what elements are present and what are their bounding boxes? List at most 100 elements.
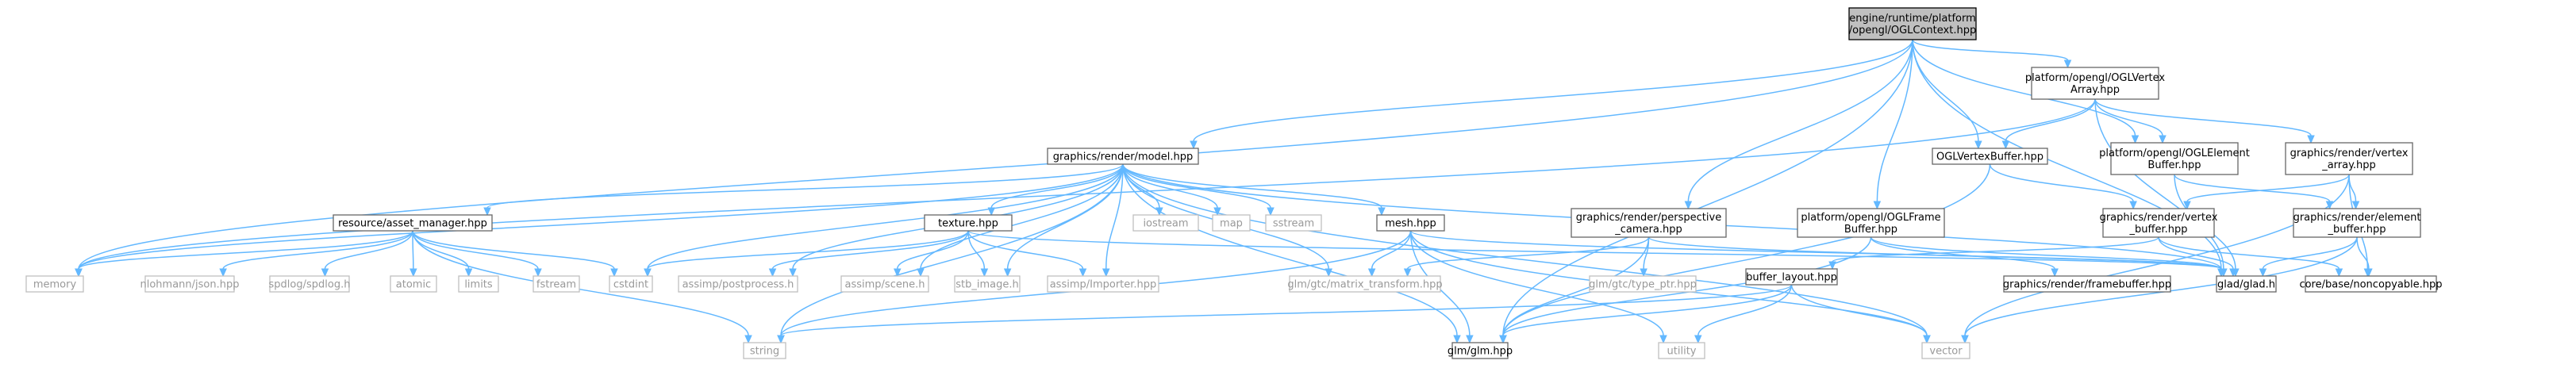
node-vb[interactable]: graphics/render/vertex_buffer.hpp — [2100, 208, 2218, 238]
node-box — [1932, 148, 2048, 165]
node-oglvb[interactable]: OGLVertexBuffer.hpp — [1932, 148, 2048, 165]
node-bufferlayout[interactable]: buffer_layout.hpp — [1745, 268, 1838, 286]
edge-line — [1912, 39, 2136, 136]
node-label: _buffer.hpp — [2129, 224, 2188, 236]
node-camera[interactable]: graphics/render/perspective_camera.hpp — [1571, 208, 1727, 238]
edge-line — [897, 230, 969, 270]
edge-line — [1193, 39, 1913, 142]
node-mesh[interactable]: mesh.hpp — [1376, 214, 1445, 232]
edge-arrowhead — [2051, 268, 2059, 278]
node-label: platform/opengl/OGLFrame — [1801, 212, 1940, 224]
edge-arrowhead — [1003, 268, 1012, 278]
edge-line — [1870, 236, 2222, 270]
edge-root-to-vertexarray — [1912, 39, 2072, 69]
edge-line — [78, 39, 1913, 270]
node-box — [1265, 214, 1322, 232]
edge-arrowhead — [1453, 335, 1461, 344]
edge-vb-to-bufferlayout — [1828, 236, 2159, 270]
edge-arrowhead — [2001, 140, 2010, 150]
edge-line — [1832, 236, 2159, 263]
edge-arrowhead — [75, 268, 83, 278]
edge-model-to-vector — [1122, 163, 1931, 344]
edge-line — [78, 163, 1124, 270]
edge-root-to-oglelem — [1912, 39, 2140, 144]
node-eb[interactable]: graphics/render/element_buffer.hpp — [2293, 208, 2421, 238]
node-label: graphics/render/model.hpp — [1053, 151, 1194, 163]
edge-line — [324, 230, 413, 270]
edge-arrowhead — [1213, 207, 1221, 217]
edge-arrowhead — [2159, 135, 2167, 144]
node-utility: utility — [1658, 342, 1705, 359]
edge-line — [647, 230, 969, 270]
node-typeptr: glm/gtc/type_ptr.hpp — [1589, 275, 1697, 293]
edge-line — [967, 230, 1084, 270]
node-map: map — [1212, 214, 1251, 232]
edge-fb-to-glad — [1870, 236, 2225, 278]
edge-arrowhead — [644, 268, 652, 278]
node-label: string — [750, 346, 779, 358]
edge-arrowhead — [1367, 268, 1376, 278]
node-label: glad/glad.h — [2217, 279, 2275, 291]
node-box — [25, 275, 84, 293]
edge-arrowhead — [1873, 201, 1882, 210]
node-label: glm/gtc/type_ptr.hpp — [1589, 279, 1697, 291]
edge-fb-to-framebuffer — [1870, 236, 2059, 278]
edge-line — [1989, 163, 2134, 202]
node-label: texture.hpp — [938, 218, 998, 230]
edge-arrowhead — [1961, 335, 1969, 344]
node-root[interactable]: engine/runtime/platform/opengl/OGLContex… — [1848, 7, 1977, 40]
node-label: stb_image.h — [955, 279, 1019, 291]
node-label: _buffer.hpp — [2328, 224, 2386, 236]
node-glad[interactable]: glad/glad.h — [2216, 275, 2277, 293]
node-va[interactable]: graphics/render/vertex_array.hpp — [2285, 142, 2413, 175]
node-noncopy[interactable]: core/base/noncopyable.hpp — [2299, 275, 2443, 293]
edge-line — [412, 230, 749, 336]
edge-line — [1964, 174, 2350, 336]
edge-line — [1502, 163, 1991, 336]
node-label: limits — [464, 279, 493, 291]
edge-arrowhead — [1923, 335, 1931, 344]
edge-line — [2005, 98, 2096, 142]
edge-line — [1876, 39, 1913, 202]
edge-oglvb-to-glm — [1499, 163, 1991, 344]
edge-arrowhead — [1499, 335, 1507, 344]
node-box — [1848, 7, 1977, 40]
node-box — [2003, 275, 2171, 293]
edge-arrowhead — [777, 335, 785, 344]
node-box — [2293, 208, 2421, 238]
edge-arrowhead — [2131, 135, 2140, 144]
node-texture[interactable]: texture.hpp — [924, 214, 1013, 232]
node-label: _camera.hpp — [1614, 224, 1682, 236]
edge-line — [412, 230, 615, 270]
edge-arrowhead — [219, 268, 227, 278]
edge-model-to-map — [1122, 163, 1221, 217]
node-box — [1745, 268, 1838, 286]
edge-line — [1697, 284, 1793, 336]
edge-model-to-mesh — [1122, 163, 1386, 217]
edge-line — [990, 163, 1124, 209]
node-label: cstdint — [613, 279, 648, 291]
edge-arrowhead — [1684, 201, 1693, 210]
node-box — [533, 275, 580, 293]
edge-model-to-importer — [1102, 163, 1124, 278]
node-asset[interactable]: resource/asset_manager.hpp — [333, 214, 493, 232]
node-framebuffer[interactable]: graphics/render/framebuffer.hpp — [2003, 275, 2171, 293]
node-box — [333, 214, 493, 232]
edge-arrowhead — [409, 268, 417, 278]
edge-arrowhead — [1378, 207, 1386, 217]
node-label: /opengl/OGLContext.hpp — [1849, 25, 1976, 36]
node-label: platform/opengl/OGLVertex — [2025, 72, 2166, 84]
node-model[interactable]: graphics/render/model.hpp — [1047, 148, 1199, 165]
node-glm[interactable]: glm/glm.hpp — [1448, 342, 1513, 359]
edge-line — [412, 230, 539, 270]
edge-eb-to-noncopy — [2356, 236, 2373, 278]
edge-bufferlayout-to-utility — [1694, 284, 1793, 344]
edge-texture-to-postprocess — [768, 230, 969, 278]
edge-model-to-scene — [917, 163, 1124, 278]
node-box — [2305, 275, 2437, 293]
node-box — [954, 275, 1021, 293]
